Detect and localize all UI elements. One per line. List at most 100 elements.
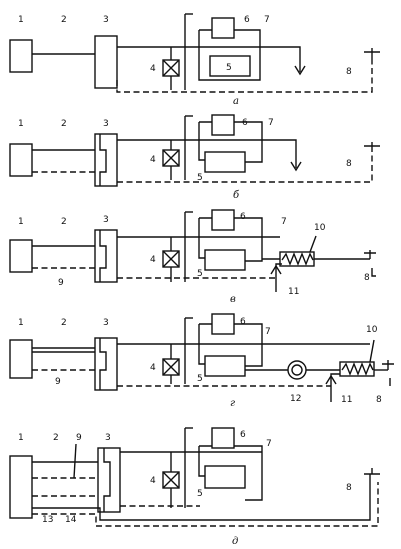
supply-line bbox=[117, 46, 301, 72]
loop-7-left bbox=[198, 446, 205, 477]
cold-water-arrow bbox=[325, 374, 337, 385]
label-7: 7 bbox=[265, 327, 271, 337]
label-12: 12 bbox=[290, 394, 301, 404]
box-6 bbox=[211, 209, 235, 231]
panel-letter-b: б bbox=[233, 190, 240, 201]
label-7: 7 bbox=[268, 118, 274, 128]
node-3-inner bbox=[99, 134, 107, 186]
label-3: 3 bbox=[103, 119, 109, 129]
source-1 bbox=[9, 143, 33, 177]
valve-4-x bbox=[162, 59, 180, 77]
tap-8 bbox=[364, 250, 376, 259]
cold-water-11 bbox=[275, 263, 282, 292]
heater-10-coil bbox=[281, 252, 314, 266]
label-5: 5 bbox=[197, 489, 203, 499]
label-3: 3 bbox=[105, 433, 111, 443]
box-5 bbox=[204, 151, 246, 173]
arrow-down bbox=[294, 65, 306, 76]
node-3 bbox=[97, 447, 121, 513]
box-6 bbox=[211, 114, 235, 136]
tap-8 bbox=[364, 142, 380, 152]
label-5: 5 bbox=[226, 63, 232, 73]
heater-10-lead bbox=[369, 339, 375, 363]
node-3-inner bbox=[99, 338, 107, 390]
label-9: 9 bbox=[76, 433, 82, 443]
label-1: 1 bbox=[18, 119, 24, 129]
return-line bbox=[116, 60, 373, 93]
label-2: 2 bbox=[61, 15, 67, 25]
panel-letter-d: д bbox=[232, 536, 238, 547]
label-10: 10 bbox=[314, 223, 326, 233]
label-2: 2 bbox=[53, 433, 59, 443]
label-4: 4 bbox=[150, 255, 156, 265]
label-2: 2 bbox=[61, 318, 67, 328]
panel-a: 1 2 3 4 7 6 5 8 а bbox=[9, 13, 380, 107]
cold-water-11 bbox=[330, 373, 340, 402]
box-5 bbox=[204, 355, 246, 377]
loop-7-b bbox=[245, 344, 263, 367]
valve-4-x bbox=[162, 149, 180, 167]
pipe-9 bbox=[32, 477, 98, 497]
box-5 bbox=[204, 249, 246, 271]
node-3-inner bbox=[99, 230, 107, 282]
box-5 bbox=[204, 465, 246, 489]
panel-letter-v: в bbox=[230, 294, 236, 305]
label-7: 7 bbox=[281, 217, 287, 227]
valve-4-x bbox=[162, 358, 180, 376]
label-9: 9 bbox=[58, 278, 64, 288]
label-1: 1 bbox=[18, 15, 24, 25]
pipe-14 bbox=[32, 482, 379, 527]
label-6: 6 bbox=[240, 430, 246, 440]
panel-letter-a: а bbox=[233, 96, 239, 107]
label-6: 6 bbox=[240, 212, 246, 222]
label-3: 3 bbox=[103, 215, 109, 225]
pipe-13 bbox=[32, 482, 371, 521]
panel-v: 1 2 9 3 4 7 6 5 10 8 11 в bbox=[9, 209, 376, 305]
label-9: 9 bbox=[55, 377, 61, 387]
node-3 bbox=[94, 35, 118, 89]
heater-10-lead bbox=[309, 235, 317, 253]
pump-12-inner bbox=[291, 364, 303, 376]
label-11: 11 bbox=[288, 287, 299, 297]
label-4: 4 bbox=[150, 155, 156, 165]
loop-7-b bbox=[245, 140, 263, 163]
label-3: 3 bbox=[103, 15, 109, 25]
tap-8 bbox=[364, 48, 380, 60]
source-1 bbox=[9, 39, 33, 73]
label-1: 1 bbox=[18, 318, 24, 328]
label-6: 6 bbox=[244, 15, 250, 25]
label-4: 4 bbox=[150, 64, 156, 74]
label-11: 11 bbox=[341, 395, 352, 405]
label-14: 14 bbox=[65, 515, 77, 525]
label-10: 10 bbox=[366, 325, 378, 335]
label-5: 5 bbox=[197, 269, 203, 279]
valve-4-x bbox=[162, 471, 180, 489]
label-13: 13 bbox=[42, 515, 53, 525]
tap-8-b bbox=[371, 268, 376, 277]
label-4: 4 bbox=[150, 476, 156, 486]
source-1 bbox=[9, 455, 33, 519]
source-1 bbox=[9, 239, 33, 273]
pipe-9-lead bbox=[73, 443, 77, 479]
panel-b: 1 2 3 4 7 6 5 8 б bbox=[9, 114, 380, 201]
tap-8 bbox=[382, 360, 394, 370]
valve-4-x bbox=[162, 250, 180, 268]
label-5: 5 bbox=[197, 173, 203, 183]
label-3: 3 bbox=[103, 318, 109, 328]
tap-8 bbox=[364, 468, 380, 482]
box-6 bbox=[211, 17, 235, 39]
panel-letter-g: г bbox=[230, 398, 235, 409]
label-8: 8 bbox=[346, 159, 352, 169]
panel-d: 1 2 9 13 14 3 4 7 6 5 8 д bbox=[9, 427, 380, 547]
label-4: 4 bbox=[150, 363, 156, 373]
pipe-2 bbox=[32, 347, 95, 353]
label-1: 1 bbox=[18, 217, 24, 227]
label-8: 8 bbox=[346, 483, 352, 493]
label-1: 1 bbox=[18, 433, 24, 443]
label-8: 8 bbox=[376, 395, 382, 405]
label-2: 2 bbox=[61, 119, 67, 129]
supply-line bbox=[117, 139, 297, 168]
box-6 bbox=[211, 427, 235, 449]
label-8: 8 bbox=[346, 67, 352, 77]
